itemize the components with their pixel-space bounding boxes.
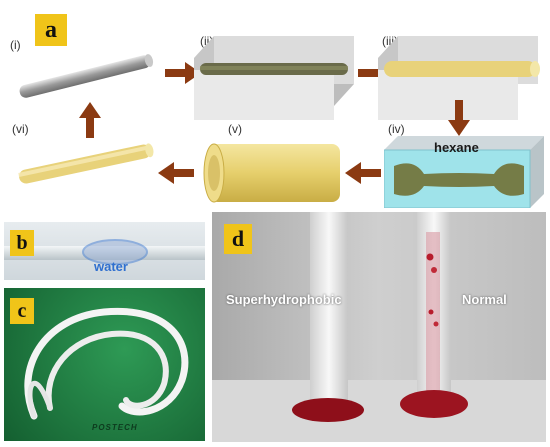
step-iv-hexane-bath <box>384 136 544 208</box>
superhydrophobic-label: Superhydrophobic <box>226 292 342 307</box>
hexane-label: hexane <box>434 140 479 155</box>
panel-d-scene <box>212 212 546 442</box>
step-label-vi: (vi) <box>12 122 29 136</box>
panel-a-tag: a <box>35 14 67 46</box>
step-iii-mold-with-tube <box>378 36 540 120</box>
step-vi-final-tube <box>18 143 154 184</box>
postech-watermark: POSTECH <box>92 423 138 432</box>
arrow-left-1 <box>345 162 381 184</box>
panel-d-tag: d <box>224 224 252 254</box>
step-label-i: (i) <box>10 38 21 52</box>
panel-c: POSTECH c <box>4 288 205 441</box>
step-ii-mold-block <box>194 36 354 120</box>
tube-coil <box>24 307 189 420</box>
step-label-v: (v) <box>228 122 242 136</box>
step-i-metal-rod <box>19 54 154 98</box>
step-label-iv: (iv) <box>388 122 405 136</box>
arrow-left-2 <box>158 162 194 184</box>
panel-b-tag: b <box>10 230 34 256</box>
water-label: water <box>94 259 128 274</box>
panel-c-tag: c <box>10 298 34 324</box>
arrow-up <box>79 102 101 138</box>
panel-d: Superhydrophobic Normal d <box>212 212 546 442</box>
step-v-thick-tube <box>203 143 340 203</box>
normal-label: Normal <box>462 292 507 307</box>
panel-b: water b <box>4 222 205 280</box>
panel-b-channel <box>4 246 205 260</box>
water-droplet-outline <box>82 239 148 265</box>
panel-a: a (i) (ii) (iii) (iv) (v) (vi) <box>0 0 550 212</box>
arrow-right-1 <box>165 62 201 84</box>
arrow-down <box>448 100 470 136</box>
